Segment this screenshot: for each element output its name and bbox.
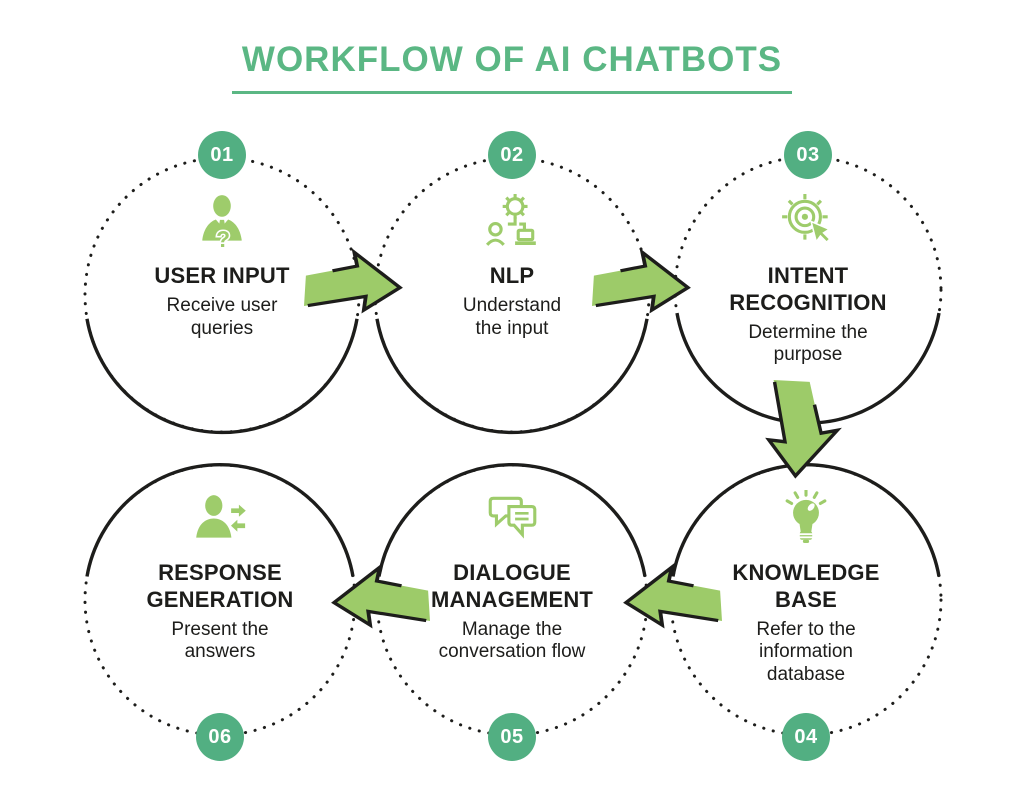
solid-arc-step-2	[375, 318, 649, 435]
step-title: RESPONSE GENERATION	[146, 560, 294, 612]
step-number-badge-1: 01	[198, 131, 246, 179]
chat-bubbles-icon	[488, 496, 537, 539]
step-knowledge-base: KNOWLEDGE BASE Refer to the information …	[690, 490, 922, 687]
solid-arc-step-5	[377, 463, 647, 577]
step-response-generation: RESPONSE GENERATION Present the answers	[104, 490, 336, 664]
step-number-badge-4: 04	[782, 713, 830, 761]
flow-arrows	[304, 248, 842, 629]
person-gear-laptop-icon	[485, 194, 536, 246]
arrow-step5-to-step6	[331, 563, 430, 629]
step-dialogue-management: DIALOGUE MANAGEMENT Manage the conversat…	[396, 490, 628, 664]
step-number-badge-6: 06	[196, 713, 244, 761]
step-description: Manage the conversation flow	[438, 618, 586, 663]
solid-arc-step-6	[85, 463, 355, 577]
user-exchange-arrows-icon	[196, 495, 249, 538]
step-description: Understand the input	[462, 294, 562, 339]
target-cursor-icon	[782, 194, 831, 244]
step-number-badge-3: 03	[784, 131, 832, 179]
step-title: NLP	[489, 263, 535, 288]
step-title: USER INPUT	[154, 263, 290, 288]
solid-arc-step-1	[85, 318, 359, 435]
step-title: KNOWLEDGE BASE	[732, 560, 880, 612]
step-nlp: NLP Understand the input	[396, 193, 628, 340]
step-intent-recognition: INTENT RECOGNITION Determine the purpose	[692, 193, 924, 367]
lightbulb-icon	[785, 490, 827, 544]
page-title: WORKFLOW OF AI CHATBOTS	[231, 40, 793, 94]
arrow-step4-to-step5	[623, 563, 722, 629]
step-user-input: ? USER INPUT Receive user queries	[106, 193, 338, 340]
step-description: Refer to the information database	[756, 618, 856, 686]
step-number-badge-2: 02	[488, 131, 536, 179]
arrow-step3-to-step4	[765, 380, 842, 479]
arrow-step2-to-step3	[592, 248, 691, 314]
user-question-icon: ?	[202, 195, 242, 251]
step-title: DIALOGUE MANAGEMENT	[430, 560, 594, 612]
svg-text:?: ?	[216, 226, 230, 251]
arrow-step1-to-step2	[304, 248, 403, 314]
header: WORKFLOW OF AI CHATBOTS	[0, 40, 1024, 94]
step-number-badge-5: 05	[488, 713, 536, 761]
step-description: Present the answers	[171, 618, 269, 663]
step-description: Determine the purpose	[748, 321, 868, 366]
step-title: INTENT RECOGNITION	[729, 263, 887, 315]
step-description: Receive user queries	[166, 294, 278, 339]
